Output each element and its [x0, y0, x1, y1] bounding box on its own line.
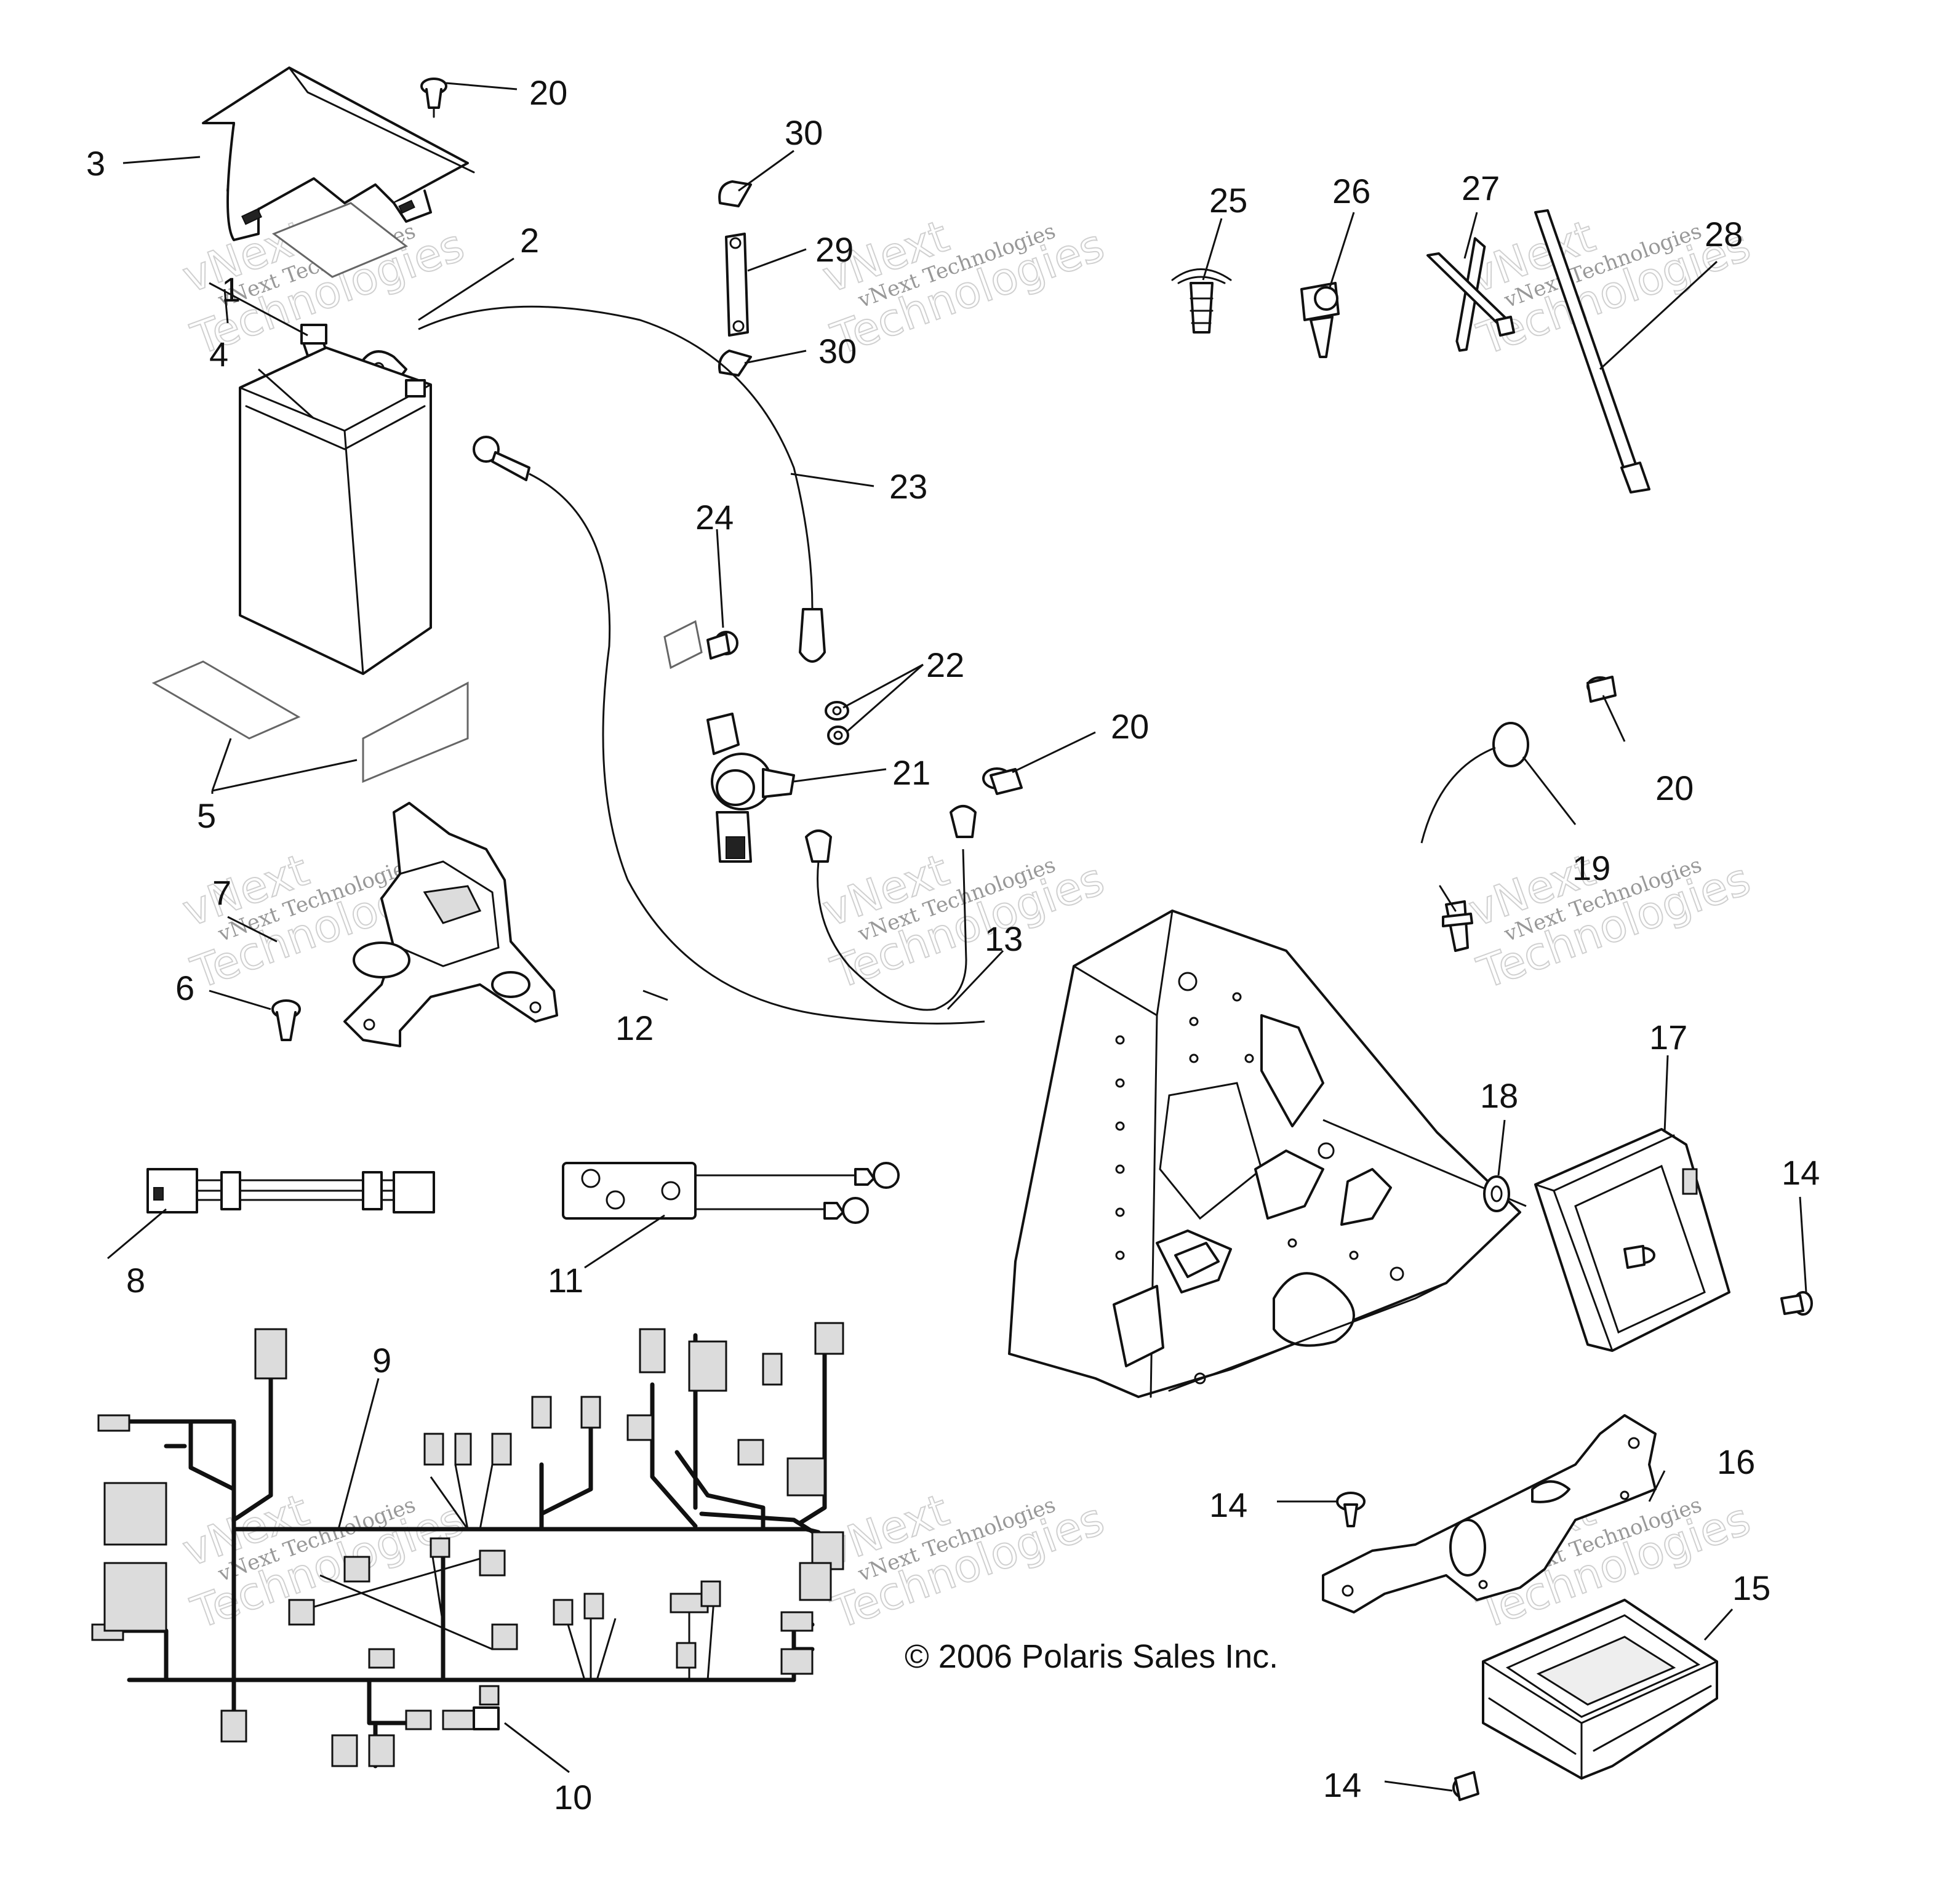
callout-1: 1: [222, 270, 241, 309]
callout-28: 28: [1705, 215, 1743, 254]
callout-29: 29: [815, 230, 854, 269]
watermark-6: vNext vNext Technologies Technologies: [1462, 843, 1758, 999]
callout-15: 15: [1732, 1569, 1770, 1607]
starter-solenoid: [706, 713, 795, 863]
callout-12: 12: [615, 1009, 654, 1047]
washer-18: [1483, 1175, 1510, 1212]
battery-bracket: [343, 802, 558, 1047]
sensor-19: [1420, 722, 1529, 952]
nuts-22: [825, 701, 849, 745]
copyright-notice: © 2006 Polaris Sales Inc.: [905, 1638, 1278, 1675]
callout-20-top: 20: [529, 73, 567, 112]
callout-24: 24: [695, 498, 734, 537]
bolt-20-right: [1586, 676, 1617, 703]
callout-6: 6: [175, 969, 194, 1007]
callout-8: 8: [126, 1261, 145, 1300]
callout-10: 10: [554, 1778, 592, 1817]
callout-16: 16: [1717, 1442, 1755, 1481]
bolt-14-bottom: [1452, 1771, 1479, 1801]
cable-12: [473, 436, 985, 1025]
callout-26: 26: [1332, 172, 1370, 210]
cable-tie-28: [1534, 209, 1650, 494]
callout-7: 7: [212, 873, 231, 912]
main-wire-harness: [91, 1322, 844, 1769]
callout-22: 22: [926, 646, 964, 684]
control-module: [1534, 1128, 1730, 1352]
cable-23: [418, 305, 826, 663]
battery: [239, 324, 432, 675]
callout-20-right: 20: [1655, 769, 1694, 807]
callout-13: 13: [985, 919, 1023, 958]
connector-10: [473, 1706, 500, 1730]
callout-18: 18: [1480, 1076, 1518, 1115]
bolt-20-mid: [982, 767, 1023, 795]
push-rivet-6: [271, 999, 301, 1041]
callout-numbers: 20 3 2 1 4 5 7 6 12 30 29 30 23 24 22 21…: [86, 73, 1820, 1817]
watermark-8: vNext vNext Technologies Technologies: [815, 1483, 1111, 1639]
callout-27: 27: [1462, 169, 1500, 207]
bolt-24: [663, 620, 738, 670]
callout-14-right: 14: [1782, 1153, 1820, 1192]
clip-26: [1300, 282, 1340, 358]
callout-14-mid: 14: [1209, 1485, 1247, 1524]
callout-4: 4: [209, 335, 228, 374]
mounting-panel: [1008, 910, 1527, 1398]
cable-tie-27: [1426, 237, 1515, 352]
callout-14-bottom: 14: [1323, 1765, 1361, 1804]
callout-3: 3: [86, 144, 105, 183]
battery-labels: [151, 660, 469, 783]
callout-25: 25: [1209, 181, 1247, 220]
clip-25: [1171, 268, 1232, 334]
harness-8: [146, 1168, 435, 1213]
callout-23: 23: [889, 467, 927, 506]
callout-30-bottom: 30: [818, 332, 857, 370]
callout-2: 2: [520, 221, 539, 260]
battery-strap: [718, 180, 752, 377]
module-bracket: [1322, 1414, 1657, 1613]
callout-19: 19: [1572, 849, 1610, 887]
battery-cover: [202, 66, 475, 241]
cable-13: [805, 805, 977, 1011]
cable-assembly-11: [562, 1162, 900, 1224]
callout-21: 21: [892, 753, 930, 792]
callout-11: 11: [548, 1261, 583, 1300]
callout-30-top: 30: [785, 113, 823, 152]
control-box: [1482, 1599, 1718, 1780]
callout-9: 9: [372, 1341, 391, 1380]
leader-lines: [107, 82, 1807, 1792]
bolt-14-right: [1780, 1291, 1813, 1316]
bolt-14-mid: [1336, 1492, 1366, 1527]
callout-20-mid: 20: [1111, 707, 1149, 746]
callout-17: 17: [1649, 1018, 1687, 1057]
push-rivet-20-top: [420, 78, 447, 118]
callout-5: 5: [197, 796, 216, 835]
